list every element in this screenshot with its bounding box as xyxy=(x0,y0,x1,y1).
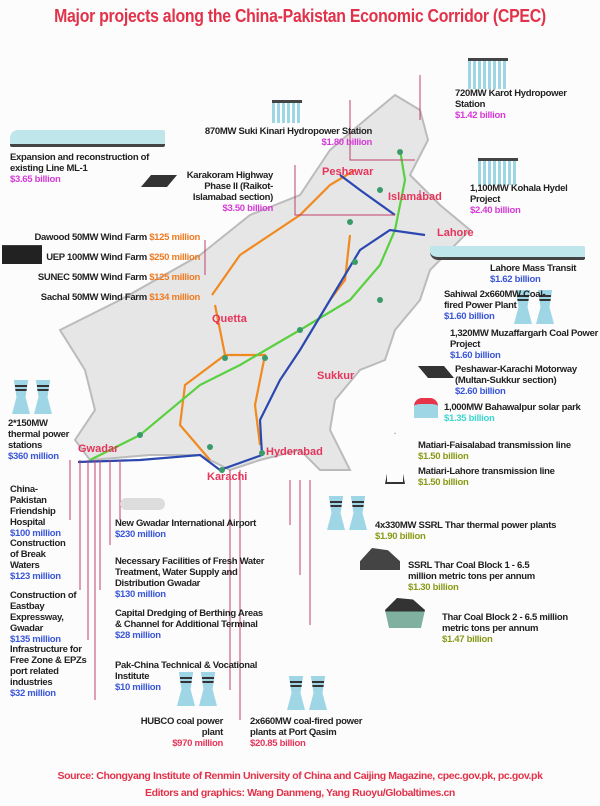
project-free-zone: Infrastructure for Free Zone & EPZs port… xyxy=(10,644,87,699)
city-islamabad: Islamabad xyxy=(388,191,442,203)
project-fresh-water: Necessary Facilities of Fresh Water Trea… xyxy=(115,556,265,600)
solar-panel-icon xyxy=(414,398,438,418)
route-green xyxy=(89,149,407,461)
project-sunec-wind: SUNEC 50MW Wind Farm $125 million xyxy=(37,272,200,283)
project-sahiwal: Sahiwal 2x660MW Coal-fired Power Plant$1… xyxy=(444,289,546,322)
city-hyderabad: Hyderabad xyxy=(266,446,323,458)
project-vocational: Pak-China Technical & Vocational Institu… xyxy=(115,660,258,693)
project-lahore-transit: Lahore Mass Transit$1.62 billion xyxy=(490,263,577,285)
country-shape xyxy=(58,93,472,472)
project-matiari-faisalabad: Matiari-Faisalabad transmission line$1.5… xyxy=(418,440,571,462)
city-karachi: Karachi xyxy=(207,471,248,483)
project-sachal-wind: Sachal 50MW Wind Farm $134 million xyxy=(40,292,201,303)
dam-icon xyxy=(272,100,302,123)
project-matiari-lahore: Matiari-Lahore transmission line$1.50 bi… xyxy=(418,466,555,488)
leader-lines xyxy=(69,75,421,720)
city-lahore: Lahore xyxy=(437,227,474,239)
project-thar-block-1: SSRL Thar Coal Block 1 - 6.5 million met… xyxy=(408,560,535,593)
project-ml1: Expansion and reconstruction of existing… xyxy=(10,152,150,185)
page-title: Major projects along the China-Pakistan … xyxy=(54,6,546,26)
cooling-tower-icon xyxy=(512,282,558,324)
coal-cart-icon xyxy=(360,548,400,570)
dam-icon xyxy=(468,58,508,89)
dam-icon xyxy=(478,158,518,185)
project-karot: 720MW Karot Hydropower Station$1.42 bill… xyxy=(455,88,567,121)
city-quetta: Quetta xyxy=(212,313,247,325)
project-suki-kinari: 870MW Suki Kinari Hydropower Station$1.8… xyxy=(204,126,372,148)
project-kohala: 1,100MW Kohala Hydel Project$2.40 billio… xyxy=(470,183,568,216)
train-icon xyxy=(430,246,585,260)
project-hospital: China-Pakistan Friendship Hospital$100 m… xyxy=(10,484,61,539)
project-airport: New Gwadar International Airport$230 mil… xyxy=(115,518,257,540)
airplane-icon xyxy=(120,498,165,510)
project-break-waters: Construction of Break Waters$123 million xyxy=(10,538,66,582)
cooling-tower-icon xyxy=(10,372,56,414)
project-dredging: Capital Dredging of Berthing Areas & Cha… xyxy=(115,608,263,641)
project-dawood-wind: Dawood 50MW Wind Farm $125 million xyxy=(34,232,200,243)
project-muzaffargarh: 1,320MW Muzaffargarh Coal Power Project$… xyxy=(450,328,599,361)
project-karakoram: Karakoram Highway Phase II (Raikot-Islam… xyxy=(186,170,274,214)
train-icon xyxy=(10,130,165,147)
project-hubco: HUBCO coal power plant$970 million xyxy=(140,716,224,749)
cooling-tower-icon xyxy=(175,664,221,706)
project-eastbay: Construction of Eastbay Expressway, Gwad… xyxy=(10,590,77,645)
project-thar-block-2: Thar Coal Block 2 - 6.5 million metric t… xyxy=(442,612,568,645)
route-nodes xyxy=(137,149,403,473)
source-text: Source: Chongyang Institute of Renmin Un… xyxy=(57,770,543,782)
credits-text: Editors and graphics: Wang Danmeng, Yang… xyxy=(145,787,455,799)
cooling-tower-icon xyxy=(285,668,331,710)
project-thermal-gwadar: 2*150MW thermal power stations$360 milli… xyxy=(8,418,70,462)
project-motorway: Peshawar-Karachi Motorway (Multan-Sukkur… xyxy=(455,364,577,397)
city-peshawar: Peshawar xyxy=(322,166,374,178)
route-blue xyxy=(77,174,426,472)
city-sukkur: Sukkur xyxy=(317,370,355,382)
project-ssrl-thar: 4x330MW SSRL Thar thermal power plants$1… xyxy=(375,520,557,542)
cooling-tower-icon xyxy=(325,488,371,530)
project-bahawalpur-solar: 1,000MW Bahawalpur solar park$1.35 billi… xyxy=(444,402,581,424)
project-uep-wind: UEP 100MW Wind Farm $250 million xyxy=(46,252,200,263)
wind-farm-icon xyxy=(2,245,42,264)
project-port-qasim: 2x660MW coal-fired power plants at Port … xyxy=(250,716,363,749)
city-gwadar: Gwadar xyxy=(78,443,119,455)
